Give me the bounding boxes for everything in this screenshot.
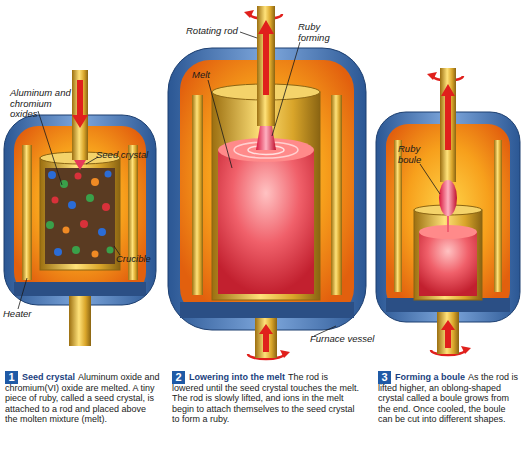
grain [75, 173, 82, 180]
grain [105, 171, 112, 178]
furnace-panel-1 [4, 70, 156, 346]
leader-line [38, 111, 62, 185]
part-label: Furnace vessel [310, 334, 382, 345]
caption-heading: Lowering into the melt [189, 372, 285, 382]
grain [91, 178, 99, 186]
caption-heading: Forming a boule [395, 372, 465, 382]
callout-number: 2 [175, 371, 181, 383]
rod [72, 70, 88, 160]
rod [440, 68, 456, 182]
step-number-box: 1 [5, 371, 18, 384]
oxide-grains [46, 171, 114, 258]
step-number-box: 3 [378, 371, 391, 384]
furnace-panel-3 [376, 68, 520, 355]
part-label: Seed crystal [96, 150, 156, 161]
grain [63, 227, 70, 234]
seed-crystal [74, 160, 86, 170]
part-label: Ruby forming [298, 22, 344, 43]
leader-line [240, 32, 257, 38]
caption-block: Lowering into the meltThe rod is lowered… [172, 372, 362, 425]
grain [60, 180, 68, 188]
leader-line [272, 42, 300, 136]
leader-line [18, 278, 27, 309]
leader-lines [18, 32, 440, 336]
caption-heading: Seed crystal [22, 372, 75, 382]
melt [218, 150, 314, 294]
heater-plate [22, 145, 32, 280]
grain [46, 221, 54, 229]
motion-arrow [258, 20, 274, 95]
motion-arrow [72, 80, 88, 128]
melt [419, 232, 477, 296]
grain [72, 246, 80, 254]
motion-arrow [259, 324, 273, 352]
grain [54, 248, 62, 256]
oxide-mixture [45, 168, 115, 264]
grain [68, 201, 76, 209]
heater-plate [331, 95, 342, 295]
leader-line [420, 164, 440, 194]
grain [48, 171, 56, 179]
rod [255, 318, 277, 358]
grain [92, 251, 99, 258]
rod [437, 312, 459, 354]
furnace-floor [180, 302, 354, 318]
ruby-boule [439, 180, 457, 216]
motion-arrow [441, 320, 455, 348]
part-label: Crucible [116, 254, 160, 265]
grain [80, 220, 88, 228]
crucible [414, 210, 482, 300]
ruby-forming [256, 126, 276, 150]
grain [52, 197, 59, 204]
rod [257, 6, 275, 126]
furnace-floor [14, 282, 146, 296]
rod [69, 296, 91, 346]
part-label: Aluminum and chromium oxides [10, 88, 72, 120]
caption-block: Seed crystalAluminum oxide and chromium(… [5, 372, 161, 425]
callout-number: 1 [8, 371, 14, 383]
crucible [40, 158, 120, 270]
leader-line [208, 80, 232, 168]
part-label: Ruby boule [398, 144, 432, 165]
rotation-arrowhead [461, 346, 471, 354]
rotation-arrowhead [280, 350, 290, 358]
step-number-box: 2 [172, 371, 185, 384]
callout-number: 3 [381, 371, 387, 383]
grain [107, 247, 114, 254]
grain [102, 203, 110, 211]
grain [86, 194, 94, 202]
part-label: Rotating rod [186, 26, 242, 37]
part-label: Melt [192, 70, 222, 81]
part-label: Heater [3, 309, 43, 320]
crystal-neck [447, 214, 449, 232]
furnace-panel-2 [168, 6, 366, 359]
caption-block: Forming a bouleAs the rod is lifted high… [378, 372, 522, 425]
motion-arrow [441, 84, 455, 150]
rotation-arrowhead [244, 10, 254, 18]
rotation-arrowhead [427, 72, 437, 80]
heater-plate [494, 140, 502, 292]
heater-plate [192, 95, 203, 295]
grain [98, 228, 106, 236]
